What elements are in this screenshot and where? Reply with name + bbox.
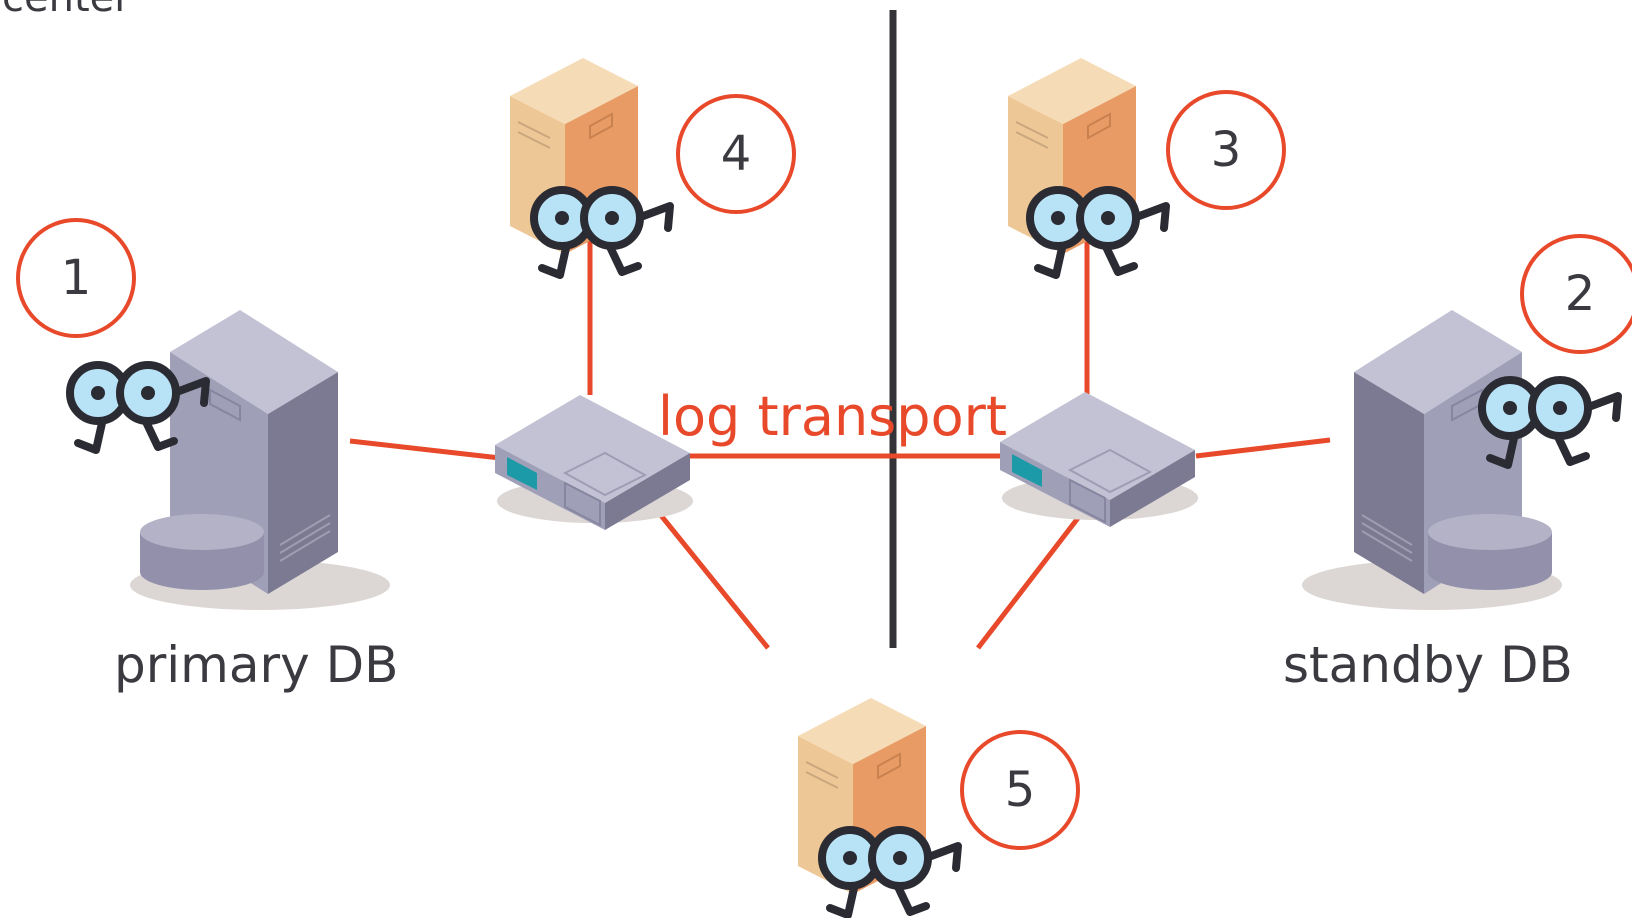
primary-db-server-icon	[129, 309, 391, 611]
standby-db-server-icon	[1301, 309, 1563, 611]
link-switch-standby	[1195, 437, 1331, 459]
primary-db-label: primary DB	[114, 636, 399, 694]
badge-5: 5	[960, 730, 1080, 850]
cropped-heading-text: center	[2, 0, 131, 18]
link-switch-observer5-left	[653, 506, 770, 650]
badge-1: 1	[16, 218, 136, 338]
binoculars-icon	[1030, 190, 1166, 275]
link-primary-switch	[349, 438, 501, 461]
badge-4: 4	[676, 94, 796, 214]
link-lines	[349, 232, 1331, 650]
standby-db-label: standby DB	[1283, 636, 1573, 694]
link-label-log-transport: log transport	[658, 385, 1007, 448]
binoculars-icon	[822, 830, 958, 915]
link-switch-observer5-right	[976, 503, 1090, 650]
binoculars-icon	[534, 190, 670, 275]
badge-3: 3	[1166, 90, 1286, 210]
badge-2: 2	[1520, 234, 1632, 354]
right-switch-icon	[999, 391, 1199, 528]
